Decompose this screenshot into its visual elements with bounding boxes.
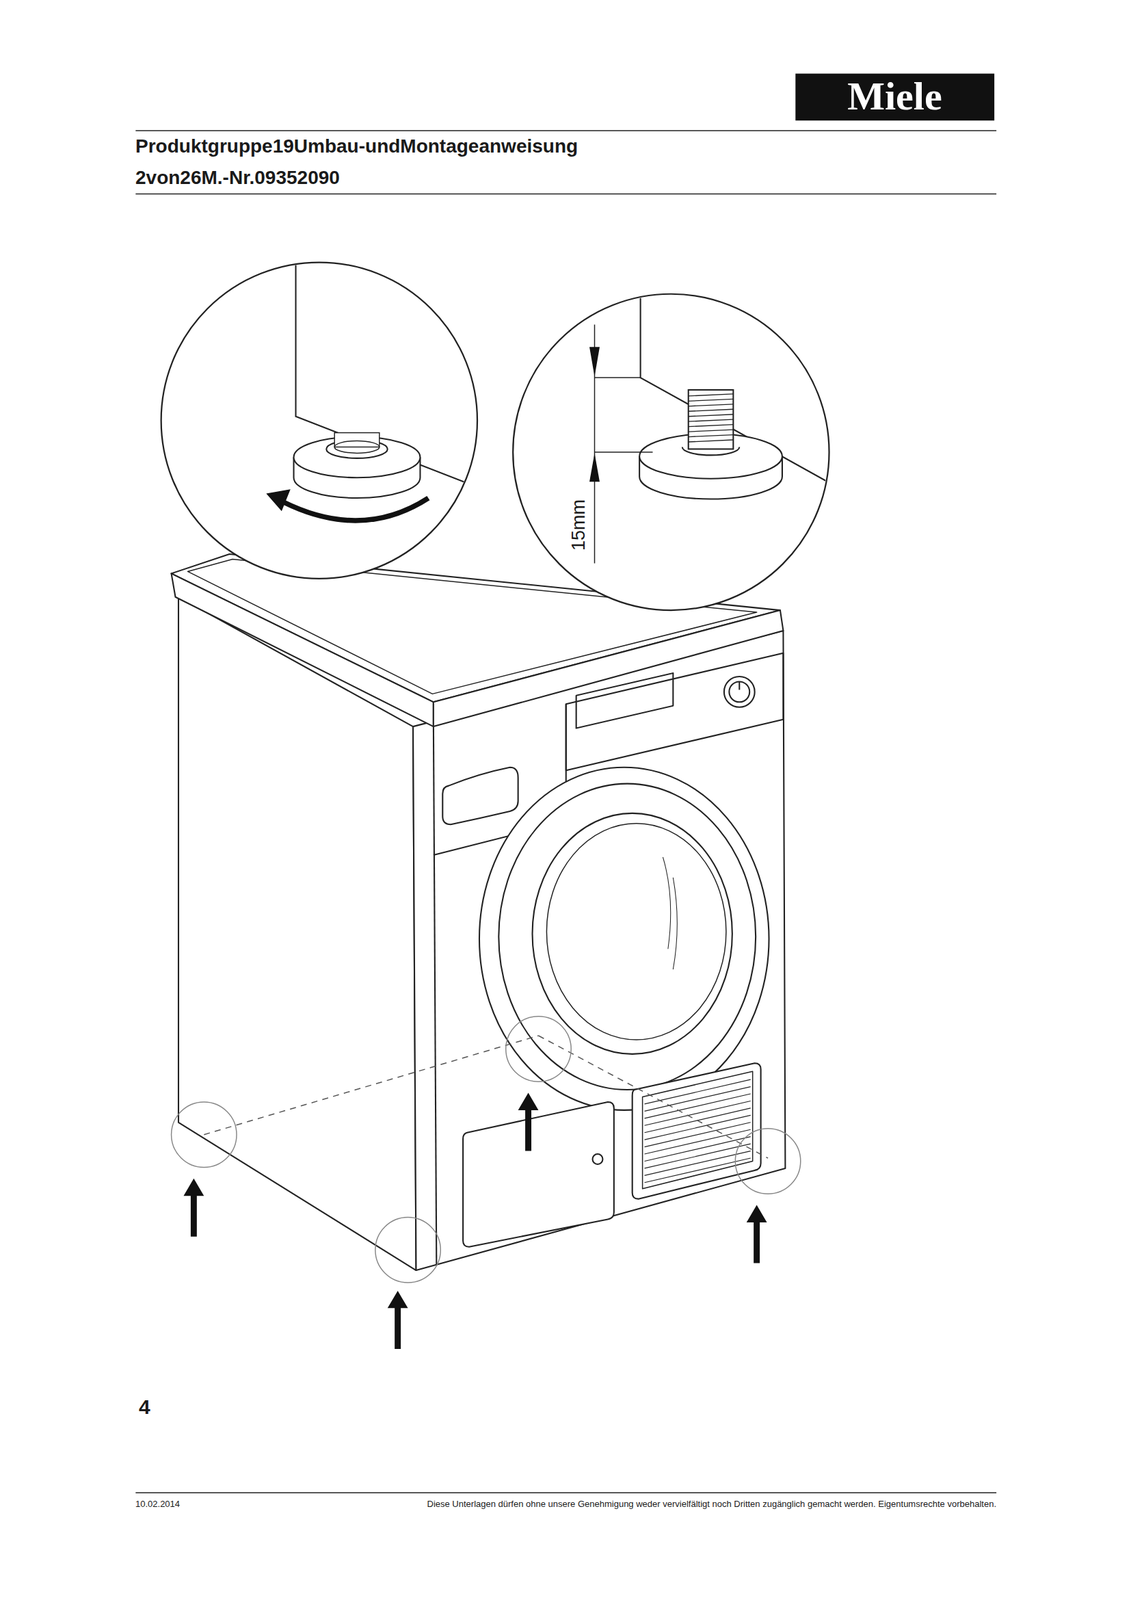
page-title: Produktgruppe19Umbau-undMontageanweisung xyxy=(135,135,578,158)
lift-arrows xyxy=(183,1092,767,1349)
logo-box xyxy=(795,73,995,122)
dimension-label: 15mm xyxy=(568,499,590,551)
page-number: 4 xyxy=(138,1394,151,1419)
dryer xyxy=(171,553,786,1270)
detail-rotate-foot xyxy=(161,255,490,579)
brand-logo: Miele xyxy=(847,73,942,120)
rule-lines xyxy=(135,130,997,1493)
detail-foot-height xyxy=(512,290,831,610)
hidden-edges xyxy=(203,1035,768,1158)
footer-date: 10.02.2014 xyxy=(135,1498,180,1510)
document-number: 2von26M.-Nr.09352090 xyxy=(135,166,340,189)
foot-markers xyxy=(171,1016,801,1283)
footer-notice: Diese Unterlagen dürfen ohne unsere Gene… xyxy=(427,1498,997,1510)
